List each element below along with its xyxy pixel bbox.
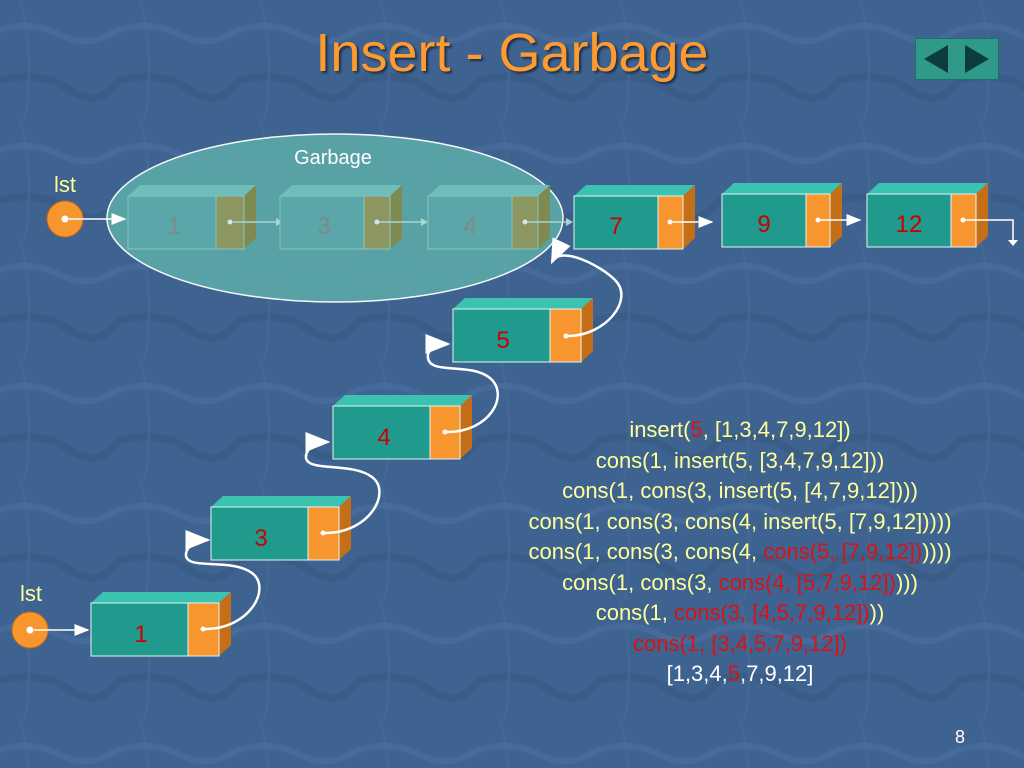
trace-line-5: cons(1, cons(3, cons(4, cons(5, [7,9,12]… bbox=[528, 539, 952, 564]
new-node-3: 3 bbox=[210, 432, 381, 561]
trace-line-3: cons(1, cons(3, insert(5, [4,7,9,12]))) bbox=[562, 478, 918, 503]
garbage-node-4: 4 bbox=[427, 185, 573, 250]
list-node-9: 9 bbox=[721, 183, 862, 248]
lst-label-bottom: lst bbox=[20, 581, 42, 606]
trace-line-2: cons(1, insert(5, [3,4,7,9,12])) bbox=[595, 447, 885, 473]
node-value: 3 bbox=[317, 213, 330, 240]
node-value: 9 bbox=[757, 211, 770, 238]
node-value: 3 bbox=[254, 525, 267, 552]
slide-navigation bbox=[915, 38, 999, 80]
trace-line-9: [1,3,4,5,7,9,12] bbox=[666, 661, 814, 686]
lst-pointer-top bbox=[46, 200, 127, 238]
node-value: 12 bbox=[896, 211, 923, 238]
node-value: 5 bbox=[496, 327, 509, 354]
evaluation-trace: insert(5, [1,3,4,7,9,12]) cons(1, insert… bbox=[460, 415, 1020, 690]
new-node-5: 5 bbox=[452, 237, 623, 363]
trace-line-1: insert(5, [1,3,4,7,9,12]) bbox=[629, 417, 851, 442]
list-node-12: 12 bbox=[866, 183, 1018, 248]
new-node-4: 4 bbox=[332, 334, 500, 460]
node-value: 1 bbox=[134, 621, 147, 648]
trace-line-7: cons(1, cons(3, [4,5,7,9,12]))) bbox=[595, 600, 885, 625]
node-value: 1 bbox=[167, 213, 180, 240]
new-node-1: 1 bbox=[90, 530, 261, 657]
arrow-right-icon bbox=[965, 45, 989, 73]
trace-line-6: cons(1, cons(3, cons(4, [5,7,9,12])))) bbox=[562, 569, 918, 595]
garbage-label: Garbage bbox=[294, 147, 372, 169]
garbage-node-3: 3 bbox=[279, 185, 428, 250]
node-value: 7 bbox=[609, 213, 622, 240]
next-slide-button[interactable] bbox=[957, 39, 998, 79]
node-value: 4 bbox=[463, 213, 476, 240]
node-value: 4 bbox=[377, 424, 390, 451]
lst-pointer-bottom bbox=[11, 611, 90, 649]
trace-line-8: cons(1, [3,4,5,7,9,12]) bbox=[632, 630, 848, 656]
lst-label-top: lst bbox=[54, 172, 76, 197]
list-node-7: 7 bbox=[573, 185, 714, 250]
slide-title: Insert - Garbage bbox=[315, 23, 709, 83]
previous-slide-button[interactable] bbox=[916, 39, 957, 79]
garbage-node-1: 1 bbox=[127, 185, 283, 250]
arrow-left-icon bbox=[924, 45, 948, 73]
trace-line-4: cons(1, cons(3, cons(4, insert(5, [7,9,1… bbox=[528, 508, 952, 534]
page-number: 8 bbox=[954, 727, 965, 747]
